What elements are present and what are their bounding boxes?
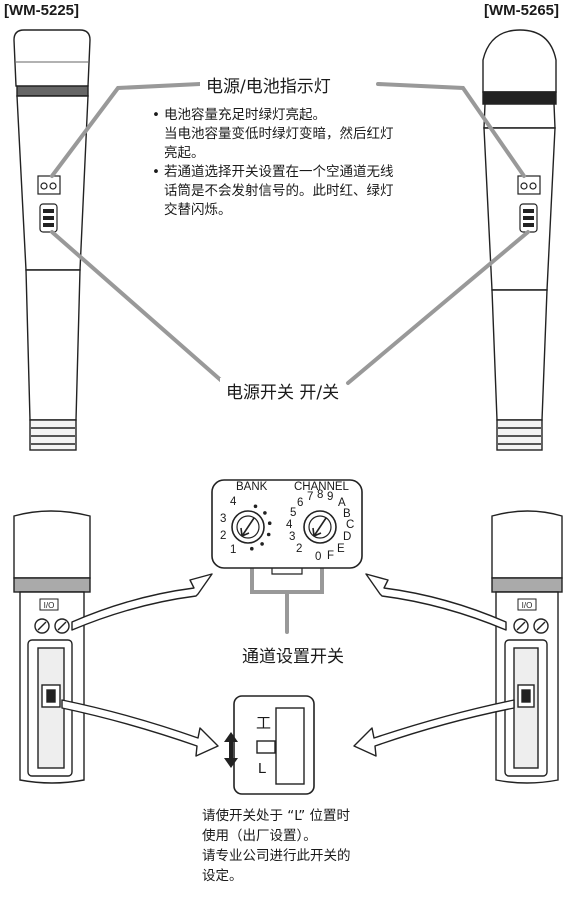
right-mic-open-view (491, 510, 563, 784)
channel-mark-e: E (337, 543, 345, 555)
channel-mark-9: 9 (327, 491, 334, 503)
leader-lines (50, 82, 530, 634)
bank-dial[interactable] (231, 510, 265, 544)
left-mic-open-view (13, 510, 91, 784)
channel-dial-closeup (211, 479, 363, 569)
mode-mark-bottom: L (258, 760, 267, 777)
indicator-note-battery: 电池容量充足时绿灯亮起。 当电池容量变低时绿灯变暗，然后红灯 亮起。 (152, 106, 452, 163)
left-microphone (13, 29, 91, 451)
right-io-label: I/O (522, 601, 533, 610)
channel-mark-4: 4 (286, 519, 293, 531)
model-left-label: [WM-5225] (4, 2, 80, 19)
channel-mark-d: D (343, 531, 352, 543)
bank-dial-dot (267, 521, 272, 525)
channel-mark-5: 5 (290, 507, 297, 519)
callout-arrow-right-switch (353, 699, 515, 757)
indicator-notes: 电池容量充足时绿灯亮起。 当电池容量变低时绿灯变暗，然后红灯 亮起。 若通道选择… (152, 106, 452, 220)
up-down-arrow-icon (224, 732, 238, 768)
bank-dial-dot (263, 511, 267, 515)
channel-title: CHANNEL (294, 481, 349, 493)
channel-dial[interactable] (303, 510, 337, 544)
mode-mark-top: 工 (256, 714, 272, 732)
bank-title: BANK (236, 481, 268, 493)
bank-dial-dots (250, 504, 272, 551)
mode-switch-slot (275, 707, 305, 785)
bank-mark-4: 4 (230, 496, 237, 508)
bank-dial-dot (260, 542, 264, 546)
left-io-box (39, 598, 59, 611)
bank-mark-2: 2 (220, 530, 227, 542)
channel-mark-a: A (338, 497, 346, 509)
channel-mark-7: 7 (307, 491, 314, 503)
mode-switch-note: 请使开关处于 “L” 位置时 使用（出厂设置）。 请专业公司进行此开关的 设定。 (202, 808, 351, 884)
channel-mark-2: 2 (296, 543, 303, 555)
channel-mark-3: 3 (289, 531, 296, 543)
left-led-icon (49, 182, 57, 190)
channel-switch-label: 通道设置开关 (236, 642, 350, 667)
channel-mark-0: 0 (315, 551, 322, 563)
power-switch-label: 电源开关 开/关 (220, 378, 346, 403)
channel-mark-f: F (327, 550, 335, 562)
callout-arrow-left-switch (61, 699, 219, 757)
bank-dial-dot (253, 504, 258, 509)
bank-dial-dot (250, 546, 254, 551)
mode-switch-knob[interactable] (256, 740, 276, 754)
indicator-label: 电源/电池指示灯 (200, 72, 337, 97)
indicator-note-channel: 若通道选择开关设置在一个空通道无线 话筒是不会发射信号的。此时红、绿灯 交替闪烁… (152, 163, 452, 220)
bank-mark-1: 1 (230, 544, 237, 556)
bank-dial-dot (266, 532, 271, 537)
bank-mark-3: 3 (220, 513, 227, 525)
right-io-box (517, 598, 537, 611)
right-led-icon (520, 182, 528, 190)
callout-arrow-right-dial (365, 573, 507, 631)
left-led-icon (40, 182, 48, 190)
right-led-icon (529, 182, 537, 190)
channel-mark-6: 6 (297, 497, 304, 509)
callout-arrow-left-dial (71, 573, 213, 631)
channel-mark-c: C (346, 519, 355, 531)
channel-mark-b: B (343, 508, 351, 520)
left-io-label: I/O (44, 601, 55, 610)
model-right-label: [WM-5265] (484, 2, 560, 19)
channel-mark-8: 8 (317, 489, 324, 501)
